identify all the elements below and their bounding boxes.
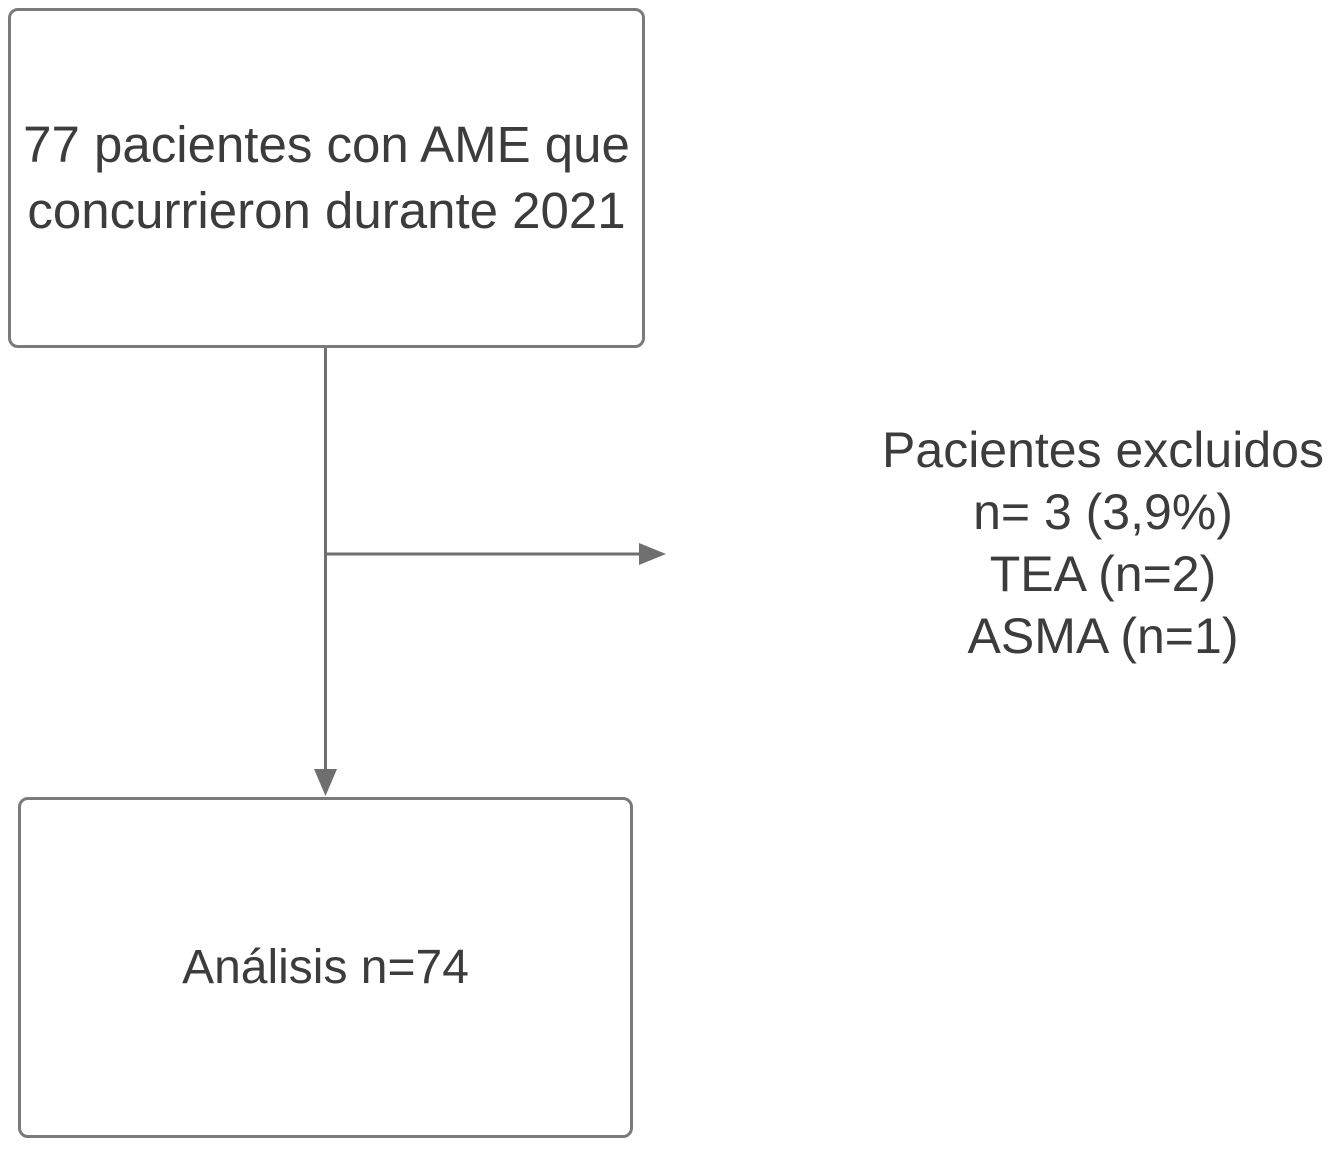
excluded-note-count: n= 3 (3,9%) [973, 484, 1233, 540]
analysis-text: Análisis n=74 [182, 940, 469, 994]
excluded-note-title: Pacientes excluidos [882, 422, 1324, 478]
arrow-right-icon [639, 543, 666, 565]
arrow-down-icon [314, 769, 337, 796]
enrolled-text-line-1: 77 pacientes con AME que [23, 116, 630, 173]
excluded-patients-note: Pacientes excluidos n= 3 (3,9%) TEA (n=2… [865, 419, 1341, 667]
connector-exclusion-branch [325, 543, 666, 565]
node-analysis: Análisis n=74 [18, 797, 633, 1138]
connector-enrolled-to-analysis [314, 348, 337, 796]
excluded-note-reason-asma: ASMA (n=1) [967, 608, 1239, 664]
node-enrolled-patients: 77 pacientes con AME que concurrieron du… [8, 8, 645, 348]
excluded-note-reason-tea: TEA (n=2) [989, 546, 1217, 602]
enrolled-text-line-2: concurrieron durante 2021 [27, 182, 626, 239]
